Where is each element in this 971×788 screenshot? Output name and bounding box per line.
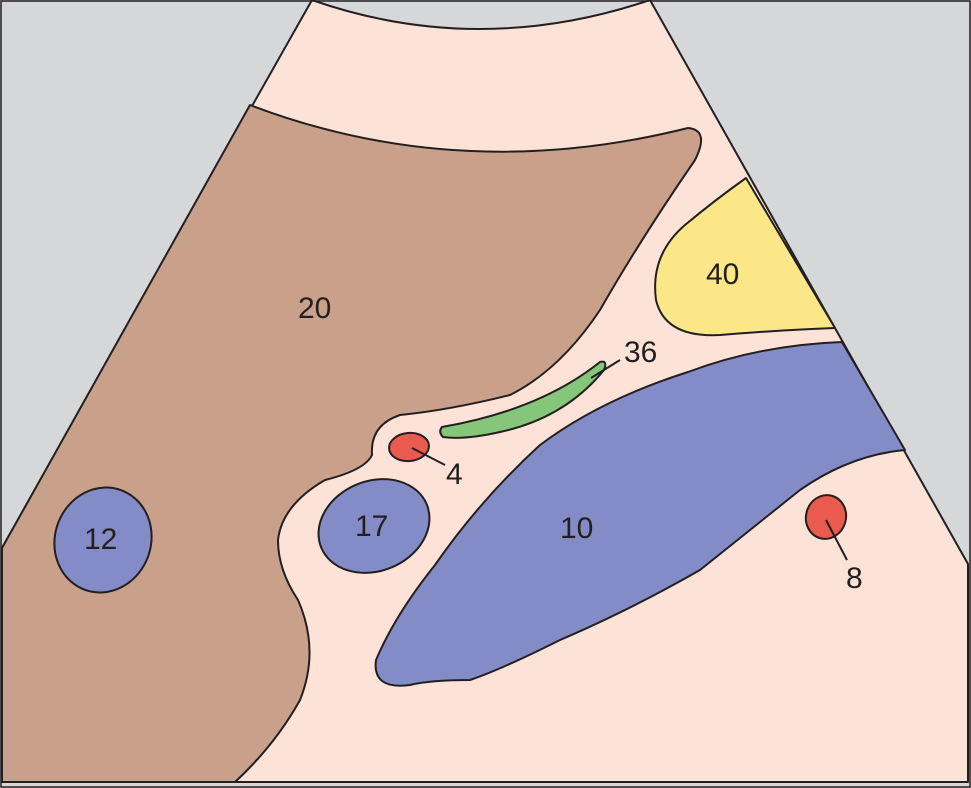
structure-12	[53, 486, 153, 594]
label-20: 20	[298, 292, 331, 325]
label-10: 10	[560, 512, 593, 545]
structure-8	[804, 494, 848, 540]
label-36: 36	[624, 336, 657, 369]
label-4: 4	[446, 458, 463, 491]
label-17: 17	[355, 510, 388, 543]
structure-4	[388, 431, 430, 463]
leader-line-4	[411, 447, 446, 466]
leader-line-8	[825, 519, 848, 561]
label-12: 12	[84, 523, 117, 556]
structure-40	[654, 177, 836, 337]
structure-36	[439, 360, 607, 439]
label-8: 8	[846, 562, 863, 595]
structure-10	[374, 341, 906, 687]
leader-line-36	[590, 359, 621, 379]
label-40: 40	[706, 258, 739, 291]
liver-region	[1, 104, 703, 783]
structure-17	[317, 478, 431, 574]
